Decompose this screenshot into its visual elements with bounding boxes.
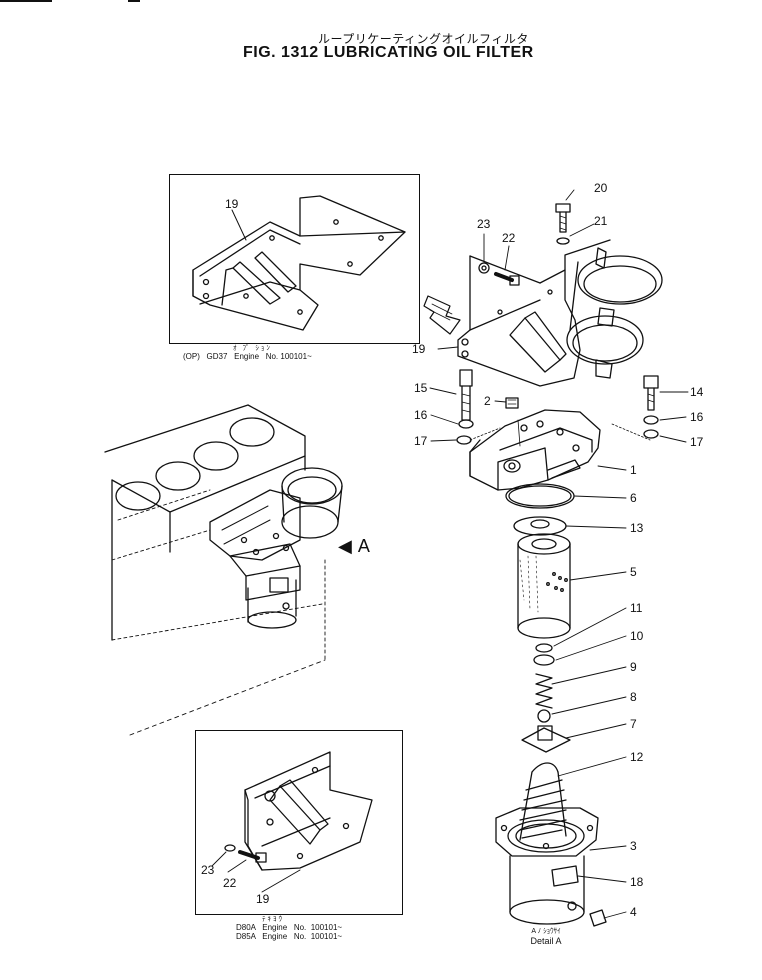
detail-a-japanese: A ﾉ ｼｮｳｻｲ <box>531 928 561 935</box>
inset-top-frame <box>169 174 420 344</box>
detail-a-label: A ﾉ ｼｮｳｻｲ Detail A <box>520 926 572 946</box>
part-label-1: 1 <box>630 463 637 477</box>
inset-bottom-caption-row-1: D80A Engine No. 100101~ <box>236 923 343 932</box>
inset-bottom-frame <box>195 730 403 915</box>
inset-bottom-part-label-19: 19 <box>256 892 270 906</box>
part-label-6: 6 <box>630 491 637 505</box>
inset-bottom-caption-japanese: ﾃｷﾖｳ <box>262 916 284 923</box>
inset-top-bracket-drawing <box>192 195 406 331</box>
part-label-3: 3 <box>630 839 637 853</box>
inset-top-caption-japanese: ｵ ﾌﾟ ｼｮﾝ <box>233 345 272 352</box>
part-label-13: 13 <box>630 521 644 535</box>
part-label-17-left: 17 <box>414 434 428 448</box>
part-label-18: 18 <box>630 875 644 889</box>
part-label-16-left: 16 <box>414 408 428 422</box>
part-label-17-right: 17 <box>690 435 704 449</box>
inset-bottom-caption-row-2: D85A Engine No. 100101~ <box>236 932 343 941</box>
corner-mark-left <box>0 0 52 2</box>
inset-bottom-part-label-23: 23 <box>201 863 215 877</box>
part-label-5: 5 <box>630 565 637 579</box>
part-label-12: 12 <box>630 750 644 764</box>
leader-lines <box>429 346 689 919</box>
engine-view-drawing <box>104 404 343 736</box>
detail-a-english: Detail A <box>530 936 562 946</box>
part-label-11: 11 <box>630 601 643 615</box>
part-label-16-right: 16 <box>690 410 704 424</box>
japanese-title: ループリケーティングオイルフィルタ <box>318 32 529 46</box>
part-label-15: 15 <box>414 381 428 395</box>
part-label-22: 22 <box>502 231 516 245</box>
arrow-a-letter: A <box>357 536 370 556</box>
figure-title: FIG. 1312 LUBRICATING OIL FILTER <box>243 44 534 61</box>
part-label-7: 7 <box>630 717 637 731</box>
part-label-21: 21 <box>594 214 608 228</box>
inset-bottom-part-label-22: 22 <box>223 876 237 890</box>
inset-bottom-bracket-drawing <box>211 751 373 893</box>
exploded-view-drawing <box>423 189 663 927</box>
part-label-19: 19 <box>412 342 426 356</box>
inset-top-part-label-19: 19 <box>225 197 239 211</box>
part-label-4: 4 <box>630 905 637 919</box>
part-label-10: 10 <box>630 629 644 643</box>
part-label-2: 2 <box>484 394 491 408</box>
part-label-8: 8 <box>630 690 637 704</box>
part-label-23: 23 <box>477 217 491 231</box>
part-label-20: 20 <box>594 181 608 195</box>
corner-mark-right <box>128 0 140 2</box>
inset-top-caption: (OP) GD37 Engine No. 100101~ <box>183 352 312 361</box>
arrow-a-label: ◀A <box>338 536 370 556</box>
part-label-14: 14 <box>690 385 704 399</box>
part-label-9: 9 <box>630 660 637 674</box>
